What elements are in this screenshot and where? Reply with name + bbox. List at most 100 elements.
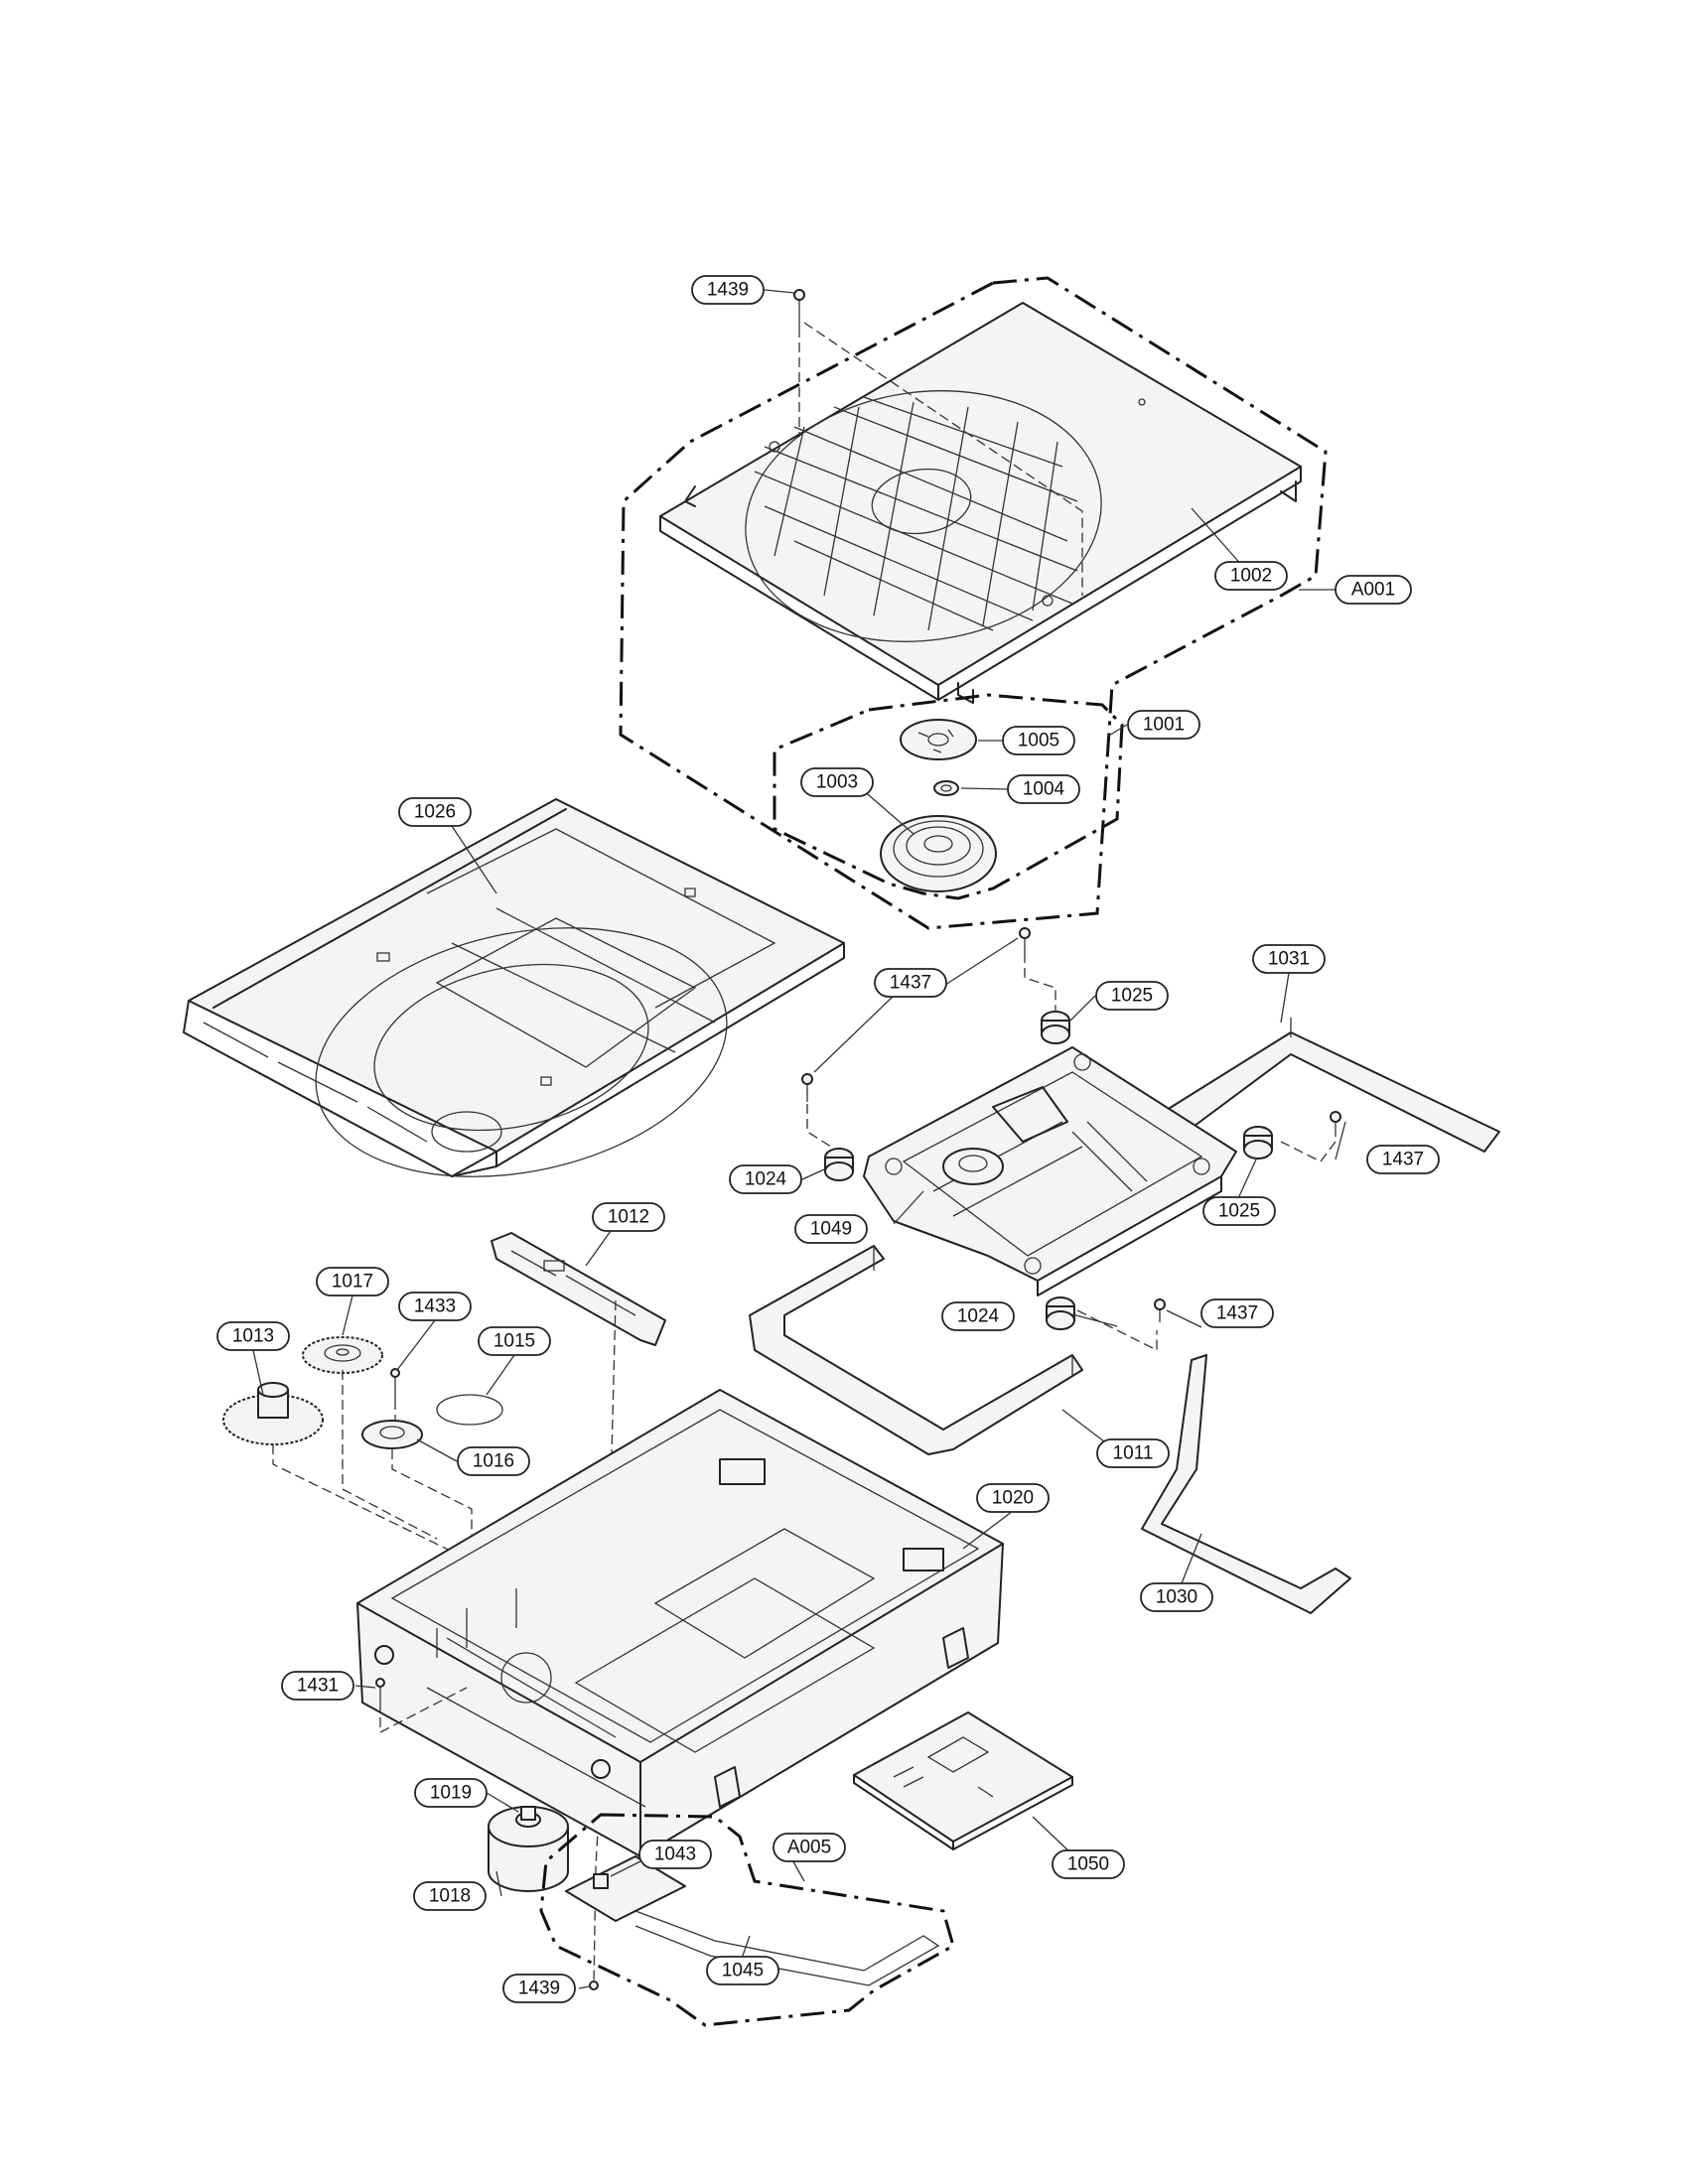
top-cover-plate xyxy=(659,302,1302,704)
callout-1439-top: 1439 xyxy=(691,275,765,305)
main-chassis xyxy=(356,1389,1004,1857)
callout-1025-b: 1025 xyxy=(1202,1196,1276,1226)
screw-1439-top xyxy=(793,289,805,328)
svg-text:A005: A005 xyxy=(787,1838,831,1858)
callout-1020: 1020 xyxy=(976,1483,1050,1513)
svg-text:1431: 1431 xyxy=(297,1676,339,1697)
clamper-plate xyxy=(900,719,977,760)
callout-A001: A001 xyxy=(1335,575,1412,605)
damper-1025-top xyxy=(1041,1011,1070,1044)
callout-A005: A005 xyxy=(773,1833,846,1862)
callout-1002: 1002 xyxy=(1214,561,1288,591)
svg-text:1011: 1011 xyxy=(1113,1443,1154,1464)
svg-text:A001: A001 xyxy=(1351,580,1395,601)
callout-1043: 1043 xyxy=(638,1840,712,1869)
gear-1013 xyxy=(222,1382,324,1445)
screw-1437-right xyxy=(1330,1111,1341,1137)
callout-1024-b: 1024 xyxy=(941,1301,1015,1331)
belt-1015 xyxy=(436,1394,503,1426)
callout-1031: 1031 xyxy=(1252,944,1326,974)
clamper-magnet xyxy=(880,815,997,892)
screw-1437-left xyxy=(801,1073,813,1102)
svg-text:1013: 1013 xyxy=(232,1326,274,1347)
callout-1018: 1018 xyxy=(413,1881,487,1911)
svg-text:1004: 1004 xyxy=(1023,779,1065,800)
assembly-1001-boundary xyxy=(773,693,1124,900)
assembly-a001-boundary xyxy=(619,276,1328,930)
callout-1015: 1015 xyxy=(478,1326,551,1356)
disc-tray xyxy=(183,798,845,1177)
traverse-mechanism xyxy=(863,1046,1237,1297)
svg-text:1016: 1016 xyxy=(473,1451,514,1472)
svg-text:1026: 1026 xyxy=(414,802,456,823)
callout-1016: 1016 xyxy=(457,1446,530,1476)
callout-1019: 1019 xyxy=(414,1778,488,1808)
callout-1004: 1004 xyxy=(1007,774,1080,804)
callout-1025-a: 1025 xyxy=(1095,981,1169,1011)
spindle-motor xyxy=(488,1806,569,1892)
callout-1005: 1005 xyxy=(1002,726,1075,755)
screw-1439-bottom xyxy=(589,1980,599,1990)
svg-text:1049: 1049 xyxy=(810,1219,852,1240)
callout-1003: 1003 xyxy=(800,767,874,797)
assembly-a005-group xyxy=(539,1813,955,2027)
flex-cable-1045 xyxy=(634,1910,940,1986)
svg-text:1012: 1012 xyxy=(608,1207,649,1228)
assembly-a005-boundary xyxy=(539,1813,955,2027)
screw-1437-lower xyxy=(1154,1298,1166,1322)
subframe-1011 xyxy=(749,1245,1083,1455)
callout-1013: 1013 xyxy=(216,1321,290,1351)
callout-1049: 1049 xyxy=(794,1214,868,1244)
callout-1030: 1030 xyxy=(1140,1582,1213,1612)
callout-1437-c: 1437 xyxy=(1200,1298,1274,1328)
callout-1017: 1017 xyxy=(316,1267,389,1297)
svg-text:1433: 1433 xyxy=(414,1297,456,1317)
gear-1017 xyxy=(302,1336,383,1374)
svg-text:1025: 1025 xyxy=(1218,1201,1260,1222)
svg-text:1020: 1020 xyxy=(992,1488,1034,1509)
clamper-washer xyxy=(933,780,959,796)
callout-1026: 1026 xyxy=(398,797,472,827)
callout-1045: 1045 xyxy=(706,1956,779,1985)
svg-text:1024: 1024 xyxy=(745,1169,787,1190)
callout-1012: 1012 xyxy=(592,1202,665,1232)
assembly-a001-group xyxy=(619,276,1328,930)
svg-text:1024: 1024 xyxy=(957,1306,1000,1327)
svg-text:1437: 1437 xyxy=(890,973,931,994)
screw-1431 xyxy=(375,1678,385,1712)
svg-text:1437: 1437 xyxy=(1216,1303,1258,1324)
callout-1001: 1001 xyxy=(1127,710,1200,740)
svg-text:1050: 1050 xyxy=(1067,1854,1109,1875)
callout-1433: 1433 xyxy=(398,1292,472,1321)
svg-text:1043: 1043 xyxy=(654,1844,696,1865)
svg-text:1015: 1015 xyxy=(493,1331,535,1352)
damper-1025-right xyxy=(1243,1126,1273,1160)
svg-text:1002: 1002 xyxy=(1230,566,1272,587)
flex-cable-1030 xyxy=(1141,1354,1351,1614)
pcb-board xyxy=(853,1711,1073,1850)
screw-1437-top xyxy=(1019,927,1031,953)
screw-1433 xyxy=(390,1368,400,1400)
flex-cable-1031 xyxy=(1166,1018,1500,1153)
svg-text:1437: 1437 xyxy=(1382,1150,1424,1170)
slider-cam xyxy=(491,1232,666,1346)
callout-1437-b: 1437 xyxy=(1366,1145,1440,1174)
svg-text:1003: 1003 xyxy=(816,772,858,793)
svg-text:1439: 1439 xyxy=(518,1979,560,1999)
svg-text:1030: 1030 xyxy=(1156,1587,1197,1608)
leader-lines xyxy=(252,289,1346,1989)
svg-text:1031: 1031 xyxy=(1268,949,1310,970)
callout-1050: 1050 xyxy=(1052,1849,1125,1879)
sensor-board-1043 xyxy=(565,1855,686,1922)
callout-1439-bottom: 1439 xyxy=(502,1974,576,2003)
callout-1024-a: 1024 xyxy=(729,1164,802,1194)
callout-1011: 1011 xyxy=(1096,1438,1170,1468)
svg-text:1045: 1045 xyxy=(722,1961,764,1981)
damper-1024-left xyxy=(824,1148,854,1181)
svg-text:1025: 1025 xyxy=(1111,986,1153,1007)
pulley-1016 xyxy=(361,1420,423,1449)
callout-1431: 1431 xyxy=(281,1671,354,1701)
svg-text:1018: 1018 xyxy=(429,1886,471,1907)
svg-text:1005: 1005 xyxy=(1018,731,1059,751)
